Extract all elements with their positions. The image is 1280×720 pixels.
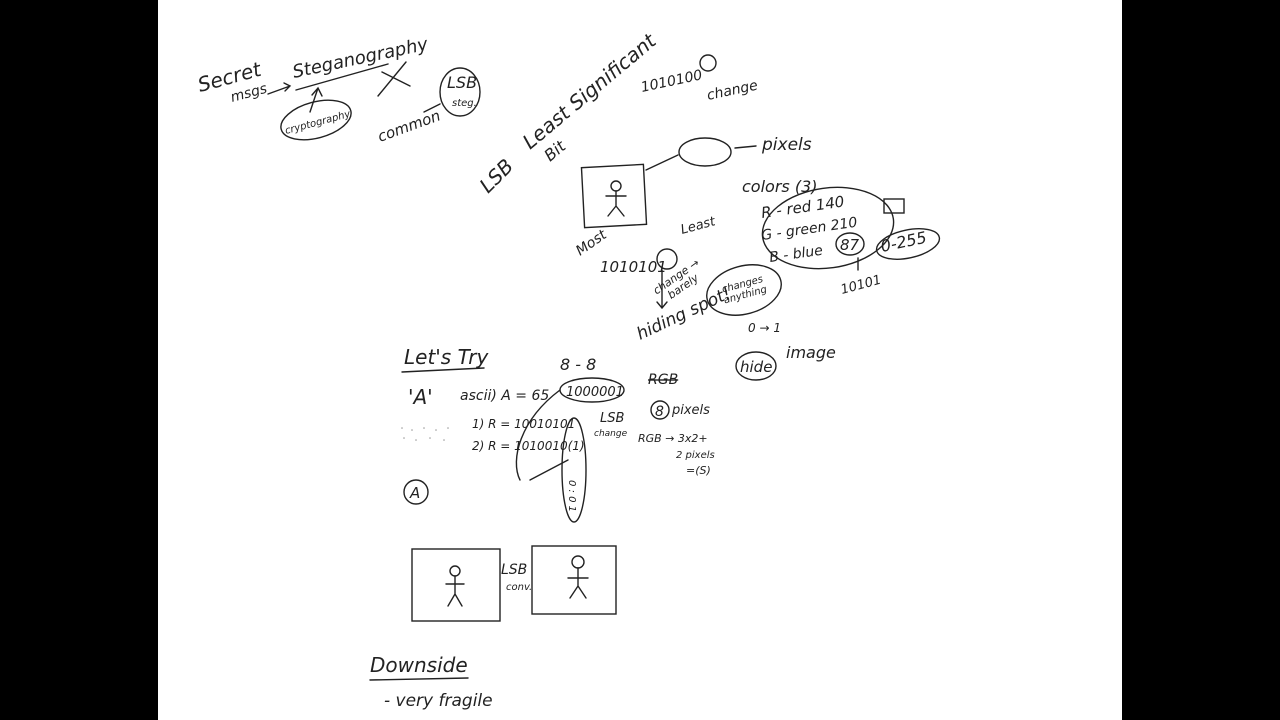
- note-range: 0-255: [879, 228, 928, 256]
- image-box: [580, 163, 648, 229]
- curved-arrow: [515, 389, 569, 481]
- note-change: change: [706, 78, 760, 104]
- note-r1: 1) R = 10010101: [472, 417, 575, 431]
- note-ascii-bits: 1000001: [566, 385, 624, 400]
- note-image: image: [786, 343, 836, 362]
- arrow: [309, 86, 323, 113]
- note-rgb-struck: RGB: [648, 372, 678, 388]
- arrow: [423, 103, 441, 113]
- stick-figure-icon: [605, 180, 627, 217]
- note-bits-mid: 1010101: [600, 258, 667, 276]
- rgb-circle: [761, 186, 895, 270]
- note-blue: B - blue: [768, 243, 824, 266]
- note-cryptography: cryptography: [284, 109, 353, 137]
- dotted-grid: [401, 427, 449, 441]
- note-lets-try: Let's Try: [404, 345, 489, 369]
- note-lsb: LSB: [447, 73, 477, 92]
- note-two-pixels: 2 pixels: [676, 450, 715, 461]
- stick-figure-icon: [567, 555, 589, 599]
- note-pixels: pixels: [761, 135, 812, 155]
- pixel-zoom-circle: [678, 137, 732, 167]
- note-char-a: 'A': [408, 385, 433, 409]
- circle: [706, 264, 782, 316]
- encoded-image-box: [531, 545, 617, 615]
- note-least: Least: [679, 214, 718, 238]
- note-downside: Downside: [370, 653, 468, 677]
- note-r2: 2) R = 1010010(1): [472, 439, 585, 453]
- circle: [656, 248, 678, 270]
- note-bits-top: 1010100: [640, 67, 704, 96]
- note-lsb-conv: LSB: [501, 562, 527, 578]
- note-lsb-change: LSB: [600, 411, 624, 426]
- note-steg: steg.: [452, 98, 477, 109]
- underline: [369, 677, 469, 681]
- circle: [561, 417, 587, 523]
- line: [645, 154, 679, 171]
- whiteboard: Secret msgs Steganography cryptography c…: [158, 0, 1122, 720]
- circle: [280, 99, 352, 141]
- circle: [735, 351, 777, 381]
- note-ascii: ascii) A = 65: [460, 388, 549, 404]
- pixel-icon: [883, 198, 905, 214]
- arrow: [267, 82, 292, 95]
- note-rgb-calc: RGB → 3x2+: [638, 432, 708, 445]
- underline: [295, 63, 389, 91]
- note-very-fragile: - very fragile: [384, 691, 493, 711]
- note-least-significant: Least Significant: [518, 28, 662, 154]
- note-eight-eight: 8 - 8: [560, 355, 596, 374]
- circle: [403, 479, 429, 505]
- note-conv: conv.: [506, 582, 532, 593]
- sketch-canvas: Secret msgs Steganography cryptography c…: [195, 28, 941, 711]
- scribble-struck: [377, 61, 411, 97]
- stick-figure-icon: [445, 565, 465, 607]
- note-lsb-def: LSB: [475, 154, 519, 198]
- circle: [699, 54, 717, 72]
- note-vertical-bits: 0 : 0 1: [566, 480, 577, 512]
- note-common: common: [375, 106, 443, 145]
- note-eight: 8: [655, 404, 664, 420]
- note-circled-a: A: [409, 484, 420, 502]
- note-eight-pixels: pixels: [671, 403, 710, 418]
- original-image-box: [411, 548, 501, 622]
- underline: [401, 367, 485, 373]
- note-hide: hide: [740, 358, 772, 376]
- arrow: [734, 145, 757, 149]
- circle: [835, 232, 865, 256]
- circle: [650, 400, 670, 420]
- note-colors: colors (3): [742, 177, 817, 196]
- circle: [439, 67, 481, 117]
- note-zero-one: 0 → 1: [748, 321, 781, 335]
- note-steganography: Steganography: [291, 34, 430, 83]
- note-blue-val: 87: [840, 236, 860, 254]
- note-eq-s: =(S): [686, 464, 711, 477]
- note-binary-blue: 10101: [839, 273, 883, 298]
- arrow: [656, 269, 668, 310]
- note-most: Most: [573, 227, 610, 260]
- circle: [875, 228, 941, 260]
- note-change-small: change: [594, 429, 628, 439]
